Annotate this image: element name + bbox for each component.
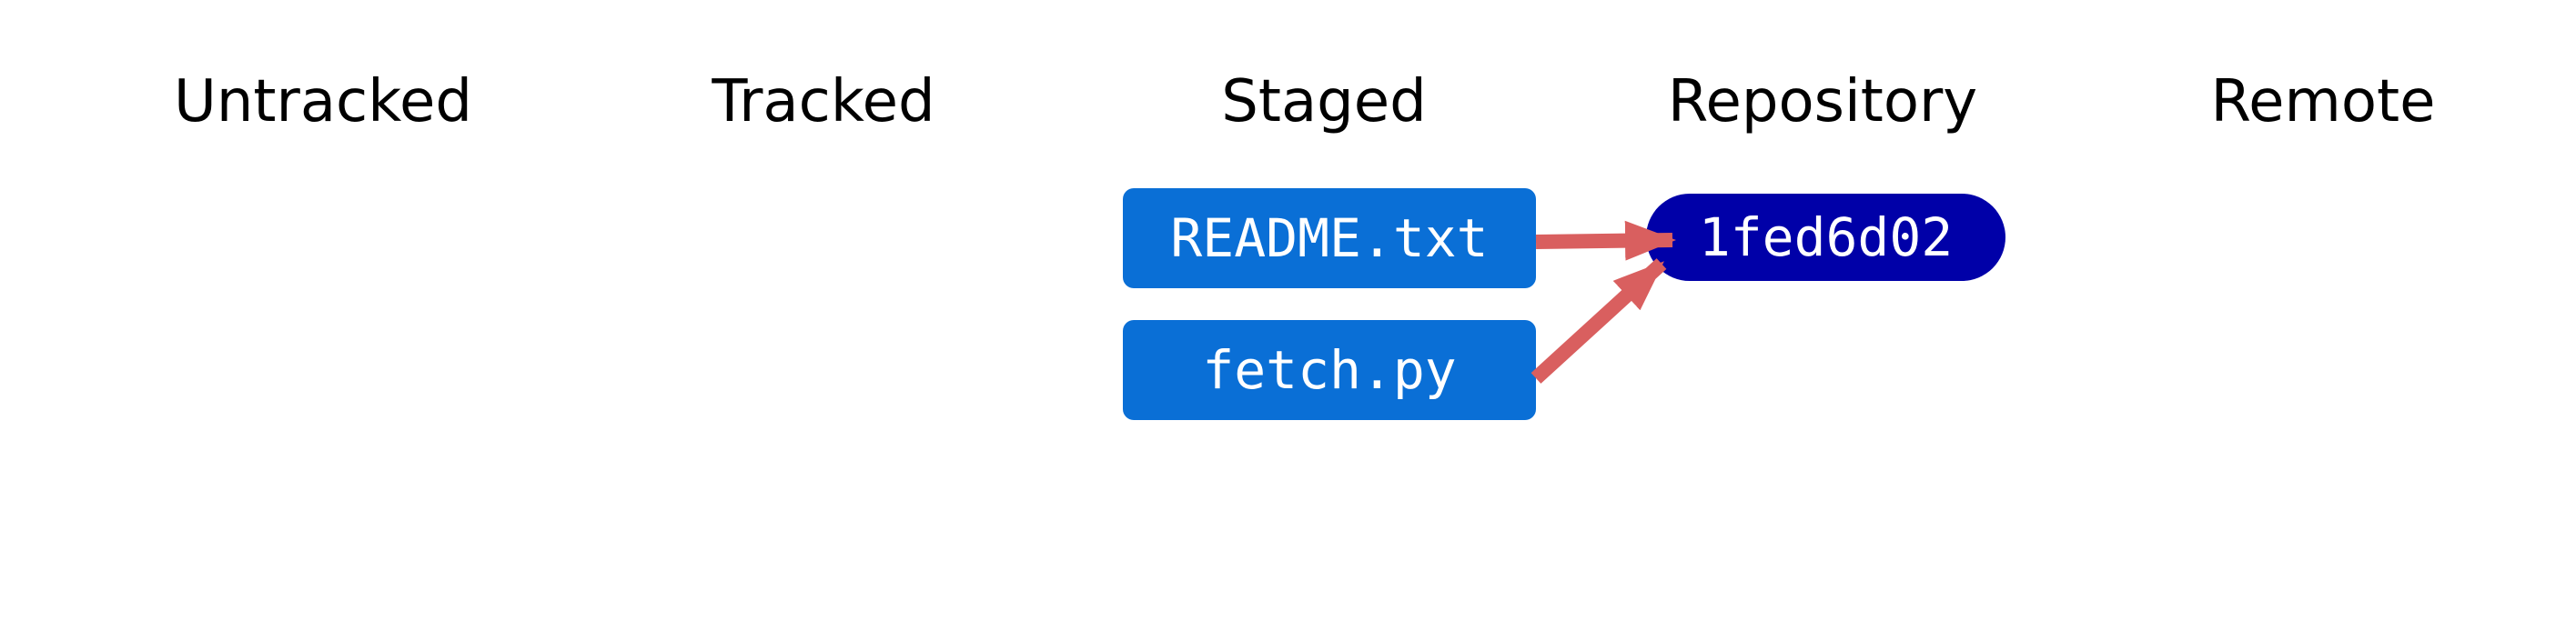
column-label-tracked: Tracked <box>712 68 935 135</box>
commit-node: 1fed6d02 <box>1646 194 2005 281</box>
staged-file-fetch: fetch.py <box>1123 320 1536 420</box>
column-label-untracked: Untracked <box>174 68 472 135</box>
column-label-staged: Staged <box>1221 68 1427 135</box>
column-label-repository: Repository <box>1667 68 1978 135</box>
column-label-remote: Remote <box>2210 68 2436 135</box>
staged-file-readme: README.txt <box>1123 188 1536 288</box>
arrow-fetch-to-commit <box>1530 258 1667 384</box>
